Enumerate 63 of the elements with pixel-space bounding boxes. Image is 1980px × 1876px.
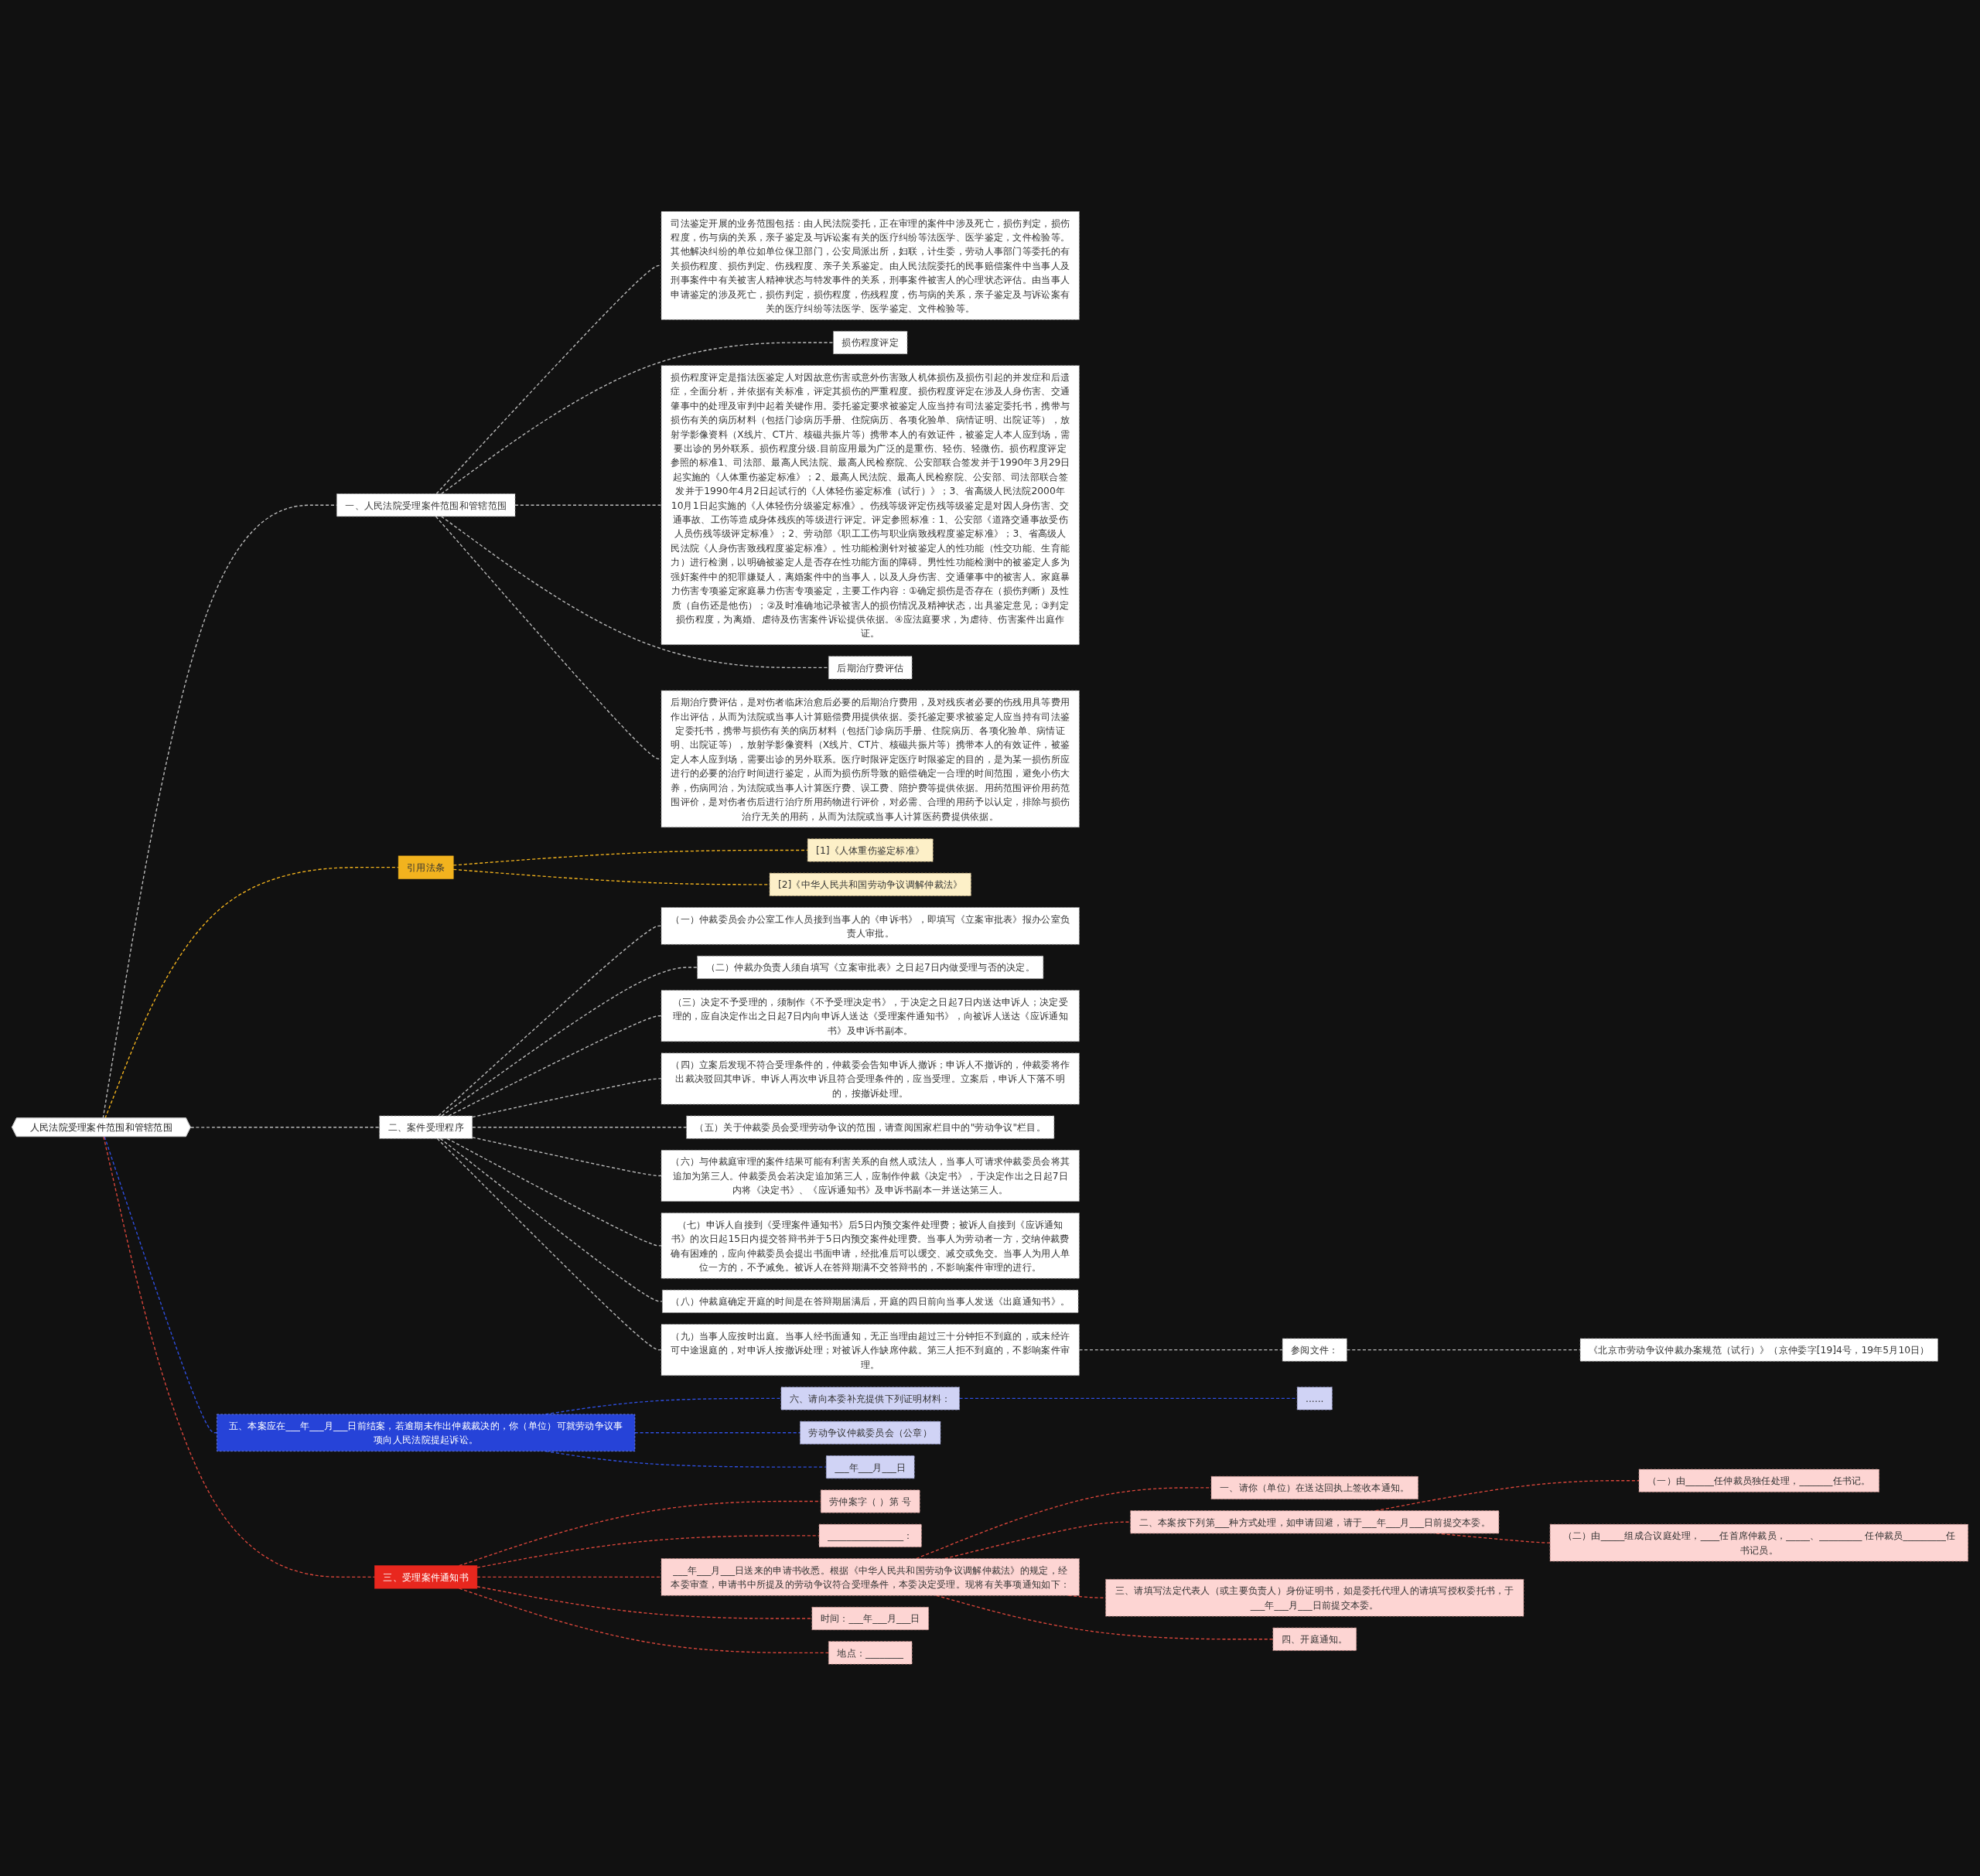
node-box <box>1210 1476 1418 1500</box>
connector <box>958 1398 1298 1400</box>
connector <box>441 516 829 669</box>
connector <box>1078 1349 1283 1351</box>
node-box <box>661 1324 1080 1376</box>
node-box <box>811 1607 929 1631</box>
node-box <box>661 1213 1080 1279</box>
connector <box>472 1127 688 1128</box>
mind-map-diagram: 人民法院受理案件范围和管辖范围 一、人民法院受理案件范围和管辖范围 司法鉴定开展的业务范围包括：由人民法院委托，正在审理的案件中涉及死亡，损伤判定，损伤程度，伤与病的关系，亲子鉴定及与诉讼案有关的医疗纠纷等法医学、医学鉴定，文件检验等。其他解决纠纷的单位如单位保卫部门，公安局派出所，妇联，计生委，劳动人事部门等委托的有关损伤程度、损伤判定、伤残程度、亲子关系鉴定。由人民法院委托的民事赔偿案件中当事人及刑事案件中有关被害人精神状态与特发事件的关系，刑事案件被害人的心理状态评估。由当事人申请鉴定的涉及死亡，损伤判定，损伤程度，伤残程度，伤与病的关系，亲子鉴定及与诉讼案有关的医疗纠纷等法医学、医学鉴定、文件检验等。 损伤程度评定 损伤程度评定是指法医鉴定人对因故意伤害或意外伤害致人机体损伤及损伤引起的并发症和后遗症，全面分析，并依据有关标准，评定其损伤的严重程度。损伤程度评定在涉及人身伤害、交通肇事中的处理及审判中起着关键作用。委托鉴定要求被鉴定人应当持有司法鉴定委托书，携带与损伤有关的病历材料（包括门诊病历手册、住院病历、各项化验单、病情证明、出院证等），放射学影像资料（X线片、CT片、核磁共振片等）携带本人的有效证件，被鉴定人本人应到场，需要出诊的另外联系。损伤程度分级.目前应用最为广泛的是重伤、轻伤、轻微伤。损伤程度评定参照的标准1、司法部、最高人民法院、最高人民检察院、公安部联合签发并于1990年3月29日起实施的《人体重伤鉴定标准》；2、最高人民法院、最高人民检察院、公安部、司法部联合签发并于1990年4月2日起试行的《人体轻伤鉴定标准（试行）》；3、省高级人民法院2000年10月1日起实施的《人体轻伤分级鉴定标准》。伤残等级评定伤残等级鉴定是对因人身伤害、交通事故、工伤等造成身体残疾的等级进行评定。评定参照标准：1、公安部《道路交通事故受伤人员伤残等级评定标准》；2、劳动部《职工工伤与职业病致残程度鉴定标准》；3、省高级人民法院《人身伤害致残程度鉴定标准》。性功能检测针对被鉴定人的性功能（性交功能、生育能力）进行检测，以明确被鉴定人是否存在性功能方面的障碍。男性性功能检测中的被鉴定人多为强奸案件中的犯罪嫌疑人，离婚案件中的当事人，以及人身伤害、交通肇事中的被害人。家庭暴力伤害专项鉴定家庭暴力伤害专项鉴定，主要工作内容：①确定损伤是否存在（损伤判断）及性质（自伤还是他伤）；②及时准确地记录被害人的损伤情况及精神状态，出具鉴定意见；③判定损伤程度，为离婚、虐待及伤害案件诉讼提供依据。④应法庭要求，为虐待、伤害案件出庭作证。 后期治疗费评估 后期治疗费评估，是对伤者临床治愈后必要的后期治疗费用，及对残疾者必要的伤残用具等费用作出评估，从而为法院或当事人计算赔偿费用提供依据。委托鉴定要求被鉴定人应当持有司法鉴定委托书，携带与损伤有关的病历材料（包括门诊病历手册、住院病历、各项化验单、病情证明、出院证等），放射学影像资料（X线片、CT片、核磁共振片等）携带本人的有效证件，被鉴定人本人应到场，需要出诊的另外联系。医疗时限评定医疗时限鉴定的目的，是为某一损伤所应进行的必要的治疗时间进行鉴定，从而为损伤所导致的赔偿确定一合理的时间范围，避免小伤大养，伤病同治，为法院或当事人计算医疗费、误工费、陪护费等提供依据。用药范围评价用药范围评价，是对伤者伤后进行治疗所用药物进行评价，对必需、合理的用药予以认定，排除与损伤治疗无关的用药，从而为法院或当事人计算医药费提供依据。 引用法条 [1]《人体重伤鉴定标准》 [2]《中华人民共和国劳动争议调解仲裁法》 二、案件受理程序 （一）仲裁委员会办公室工作人员接到当事人的《申诉书》，即填写《立案审批表》报办公室负责人审批。 （二）仲裁办负责人须自填写《立案审批表》之日起7日内做受理与否的决定。 （三）决定不予受理的，须制作《不予受理决定书》，于决定之日起7日内送达申诉人；决定受理的，应自决定作出之日起7日内向申诉人送达《受理案件通知书》，向被诉人送达《应诉通知书》及申诉书副本。 （四）立案后发现不符合受理条件的，仲裁委会告知申诉人撤诉；申诉人不撤诉的，仲裁委将作出裁决驳回其申诉。申诉人再次申诉且符合受理条件的，应当受理。立案后，申诉人下落不明的，按撤诉处理。 （五）关于仲裁委员会受理劳动争议的范围，请查阅国家栏目中的"劳动争议"栏目。 （六）与仲裁庭审理的案件结果可能有利害关系的自然人或法人，当事人可请求仲裁委员会将其追加为第三人。仲裁委员会若决定追加第三人，应制作仲裁《决定书》，于决定作出之日起7日内将《决定书》、《应诉通知书》及申诉书副本一并送达第三人。 （七）申诉人自接到《受理案件通知书》后5日内预交案件处理费；被诉人自接到《应诉通知书》的次日起15日内提交答辩书并于5日内预交案件处理费。当事人为劳动者一方，交纳仲裁费确有困难的，应向仲裁委员会提出书面申请，经批准后可以缓交、减交或免交。当事人为用人单位一方的，不予减免。被诉人在答辩期满不交答辩书的，不影响案件审理的进行。 （八）仲裁庭确定开庭的时间是在答辩期届满后，开庭的四日前向当事人发送《出庭通知书》。 （九）当事人应按时出庭。当事人经书面通知，无正当理由超过三十分钟拒不到庭的，或未经许可中途退庭的，对申诉人按撤诉处理；对被诉人作缺席仲裁。第三人拒不到庭的，不影响案件审理。 参阅文件： 《北京市劳动争议仲裁办案规范（试行）》（京仲委字[19]4号，19年5月10日） 五、本案应在___年___月___日前结案，若逾期未作出仲裁裁决的，你（单位）可就劳动争议事项向人民法院提起诉讼。 六、请向本委补充提供下列证明材料： ...... 劳动争议仲裁委员会（公章） ___年___月___日 三、受理案件通知书 劳仲案字（ ）第 号 ________________： ___年___月___日送来的申请书收悉。根据《中华人民共和国劳动争议调解仲裁法》的规定，经本委审查，申请书中所提及的劳动争议符合受理条件，本委决定受理。现将有关事项通知如下： 一、请你（单位）在送达回执上签收本通知。 二、本案按下列第___种方式处理，如申请回避，请于___年___月___日前提交本委。 （一）由______任仲裁员独任处理，_______任书记。 （二）由_____组成合议庭处理，____任首席仲裁员，_____、_________ 任仲裁员_________任书记员。 三、请填写法定代表人（或主要负责人）身份证明书，如是委托代理人的请填写授权委托书，于___年___月___日前提交本委。 四、开庭通知。 时间：___年___月___日 地点：________ <box>8 207 1972 1669</box>
node-box <box>661 690 1080 828</box>
connector <box>104 867 399 1120</box>
node-box <box>1296 1387 1333 1410</box>
node-box <box>1130 1510 1500 1534</box>
node-box <box>661 1150 1080 1202</box>
node-box <box>1579 1338 1938 1362</box>
connector <box>472 1137 662 1177</box>
node-box <box>1638 1468 1879 1492</box>
node-box <box>661 990 1080 1042</box>
node-box <box>780 1387 960 1410</box>
connector <box>441 967 698 1117</box>
node-box <box>661 365 1080 646</box>
node-box <box>1272 1628 1357 1652</box>
connector <box>476 1577 662 1578</box>
node-box <box>1282 1338 1347 1362</box>
node-box <box>336 493 516 517</box>
node-box <box>1105 1579 1524 1617</box>
connector <box>190 1127 381 1128</box>
node-box <box>217 1414 636 1452</box>
node-box <box>818 1524 922 1548</box>
connector <box>448 1015 662 1117</box>
node-box <box>697 956 1044 980</box>
node-box <box>825 1455 915 1479</box>
node-box <box>686 1115 1055 1139</box>
connector <box>472 1078 662 1118</box>
node-box <box>661 1558 1080 1596</box>
node-box <box>833 331 908 355</box>
connector <box>439 1138 664 1302</box>
connector <box>544 1398 782 1415</box>
node-box <box>661 1052 1080 1105</box>
node-box <box>661 211 1080 320</box>
connector <box>104 1136 218 1434</box>
node-box <box>1549 1524 1968 1562</box>
connector <box>438 925 662 1117</box>
node-box <box>661 907 1080 945</box>
node-box <box>807 838 934 862</box>
node-box <box>662 1290 1079 1314</box>
node-box <box>820 1489 920 1513</box>
node-box <box>769 873 971 897</box>
connector <box>441 342 835 495</box>
connector <box>452 850 808 866</box>
node-box <box>828 1641 913 1665</box>
connector <box>476 1535 820 1568</box>
connector <box>446 1138 662 1247</box>
connector <box>436 1138 662 1351</box>
connector <box>103 1136 376 1578</box>
node-box <box>398 855 454 879</box>
connector <box>476 1586 813 1619</box>
connector <box>634 1432 801 1434</box>
node-box <box>374 1565 478 1589</box>
node-box <box>379 1115 473 1139</box>
connector <box>514 504 662 507</box>
node-box <box>828 656 913 680</box>
node-box <box>800 1421 941 1445</box>
